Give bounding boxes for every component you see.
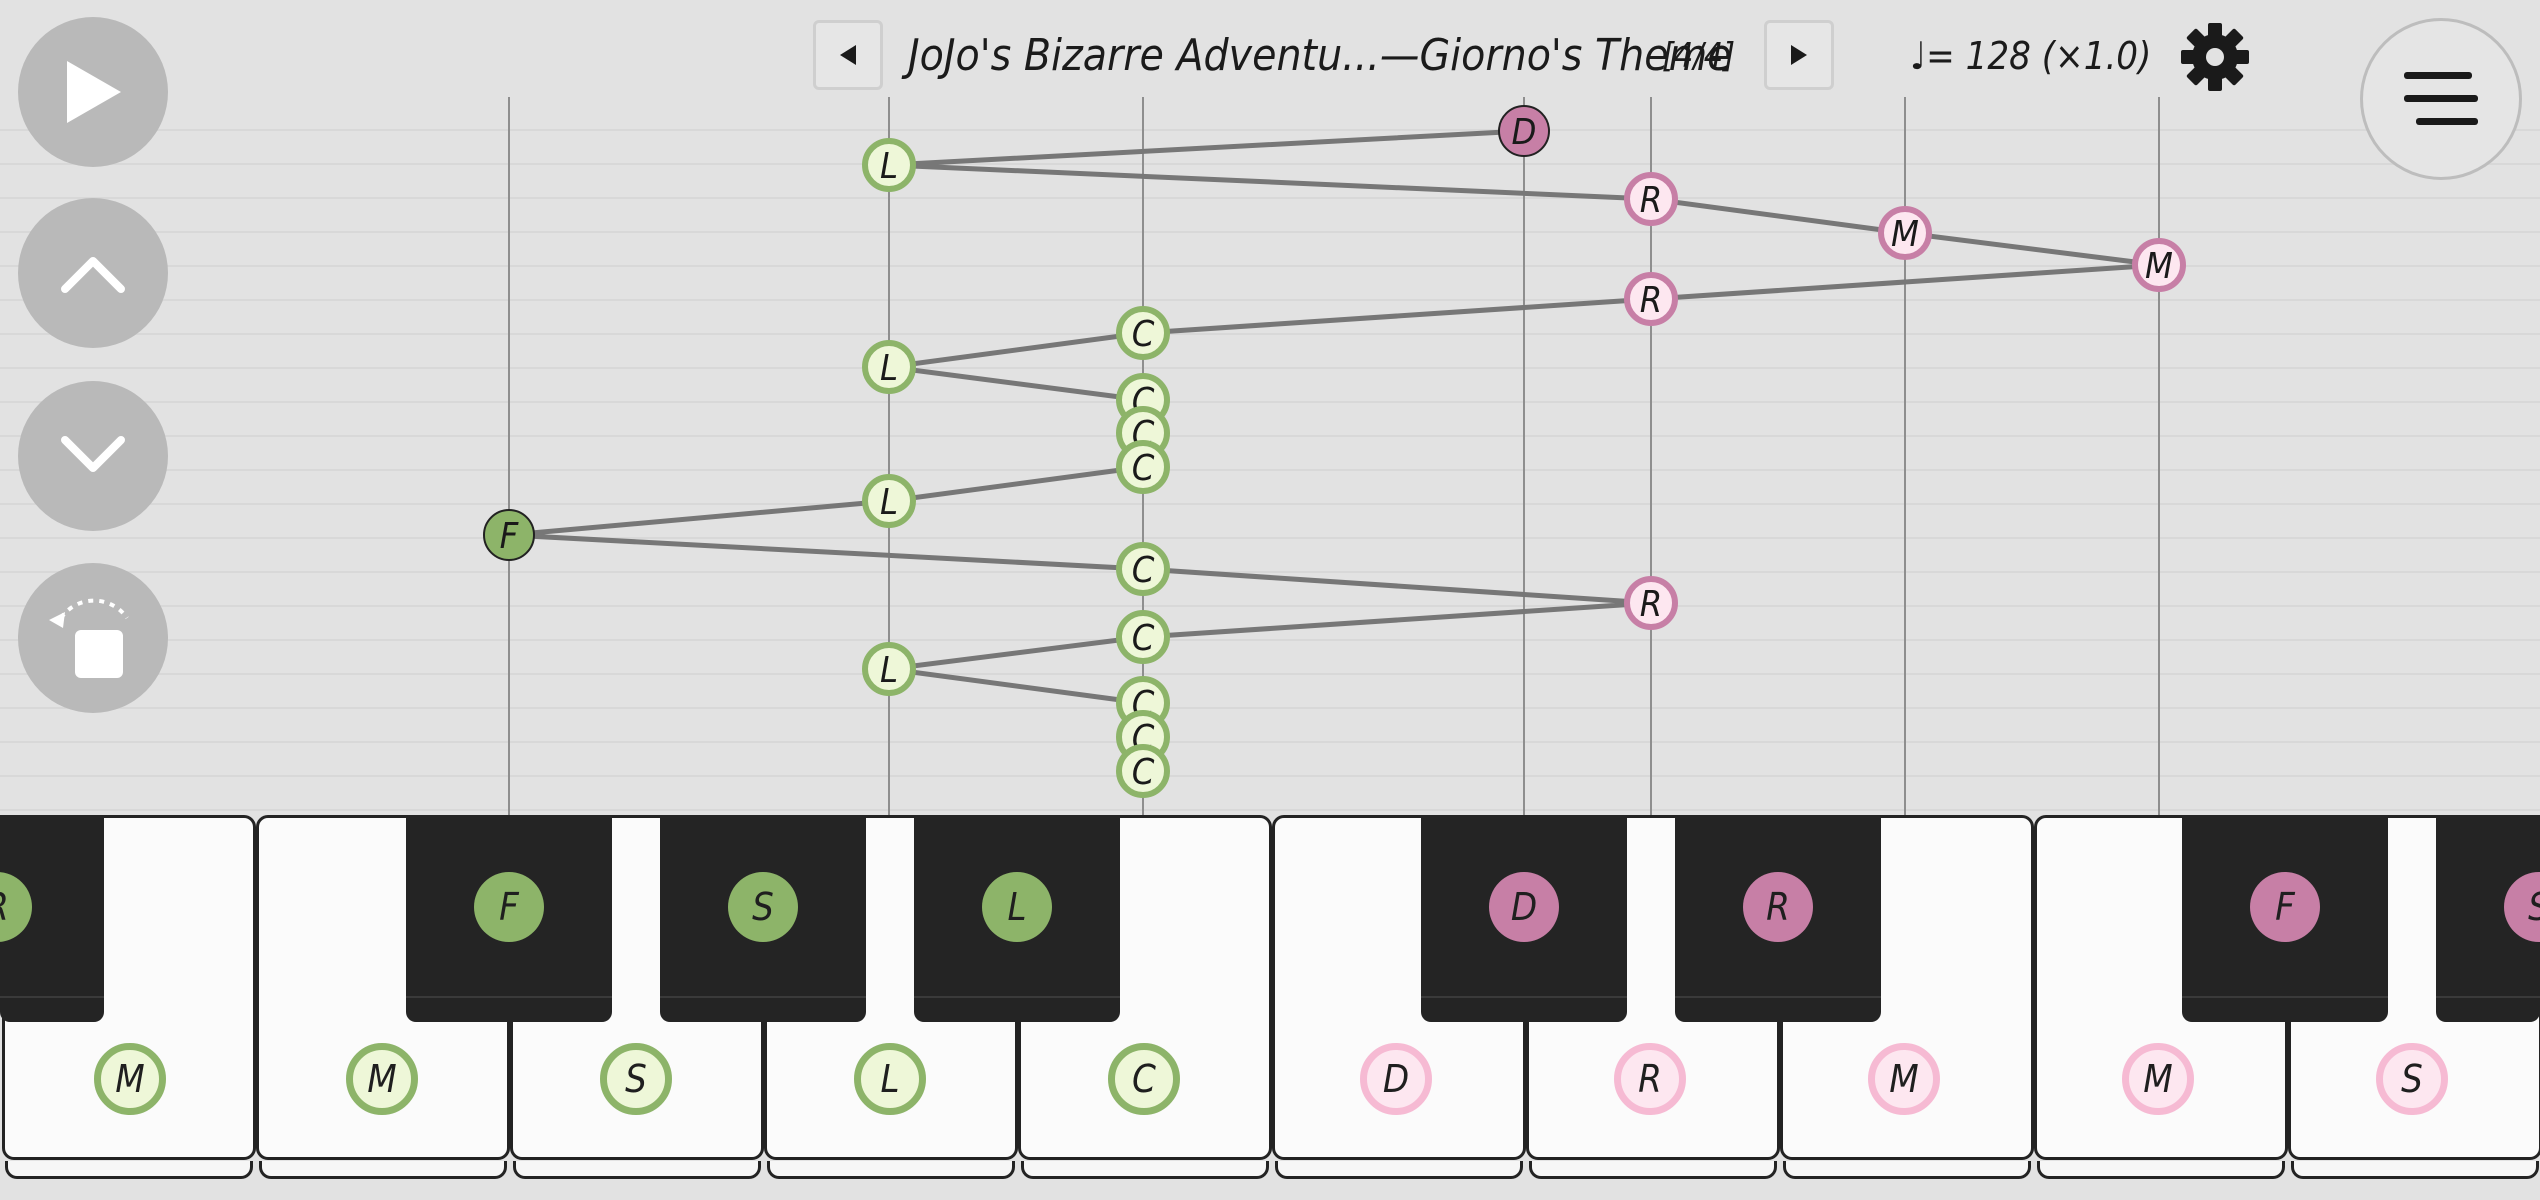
note-label: M bbox=[1891, 214, 1919, 255]
note-label: C bbox=[1132, 314, 1155, 355]
black-key[interactable]: F bbox=[2182, 815, 2388, 1022]
note: L bbox=[862, 474, 916, 528]
key-label: S bbox=[2376, 1043, 2448, 1115]
black-key[interactable]: D bbox=[1421, 815, 1627, 1022]
chevron-up-icon bbox=[61, 257, 125, 293]
note-label: F bbox=[500, 516, 520, 557]
play-button[interactable] bbox=[18, 17, 168, 167]
note-label: L bbox=[880, 650, 898, 691]
key-label: R bbox=[0, 872, 32, 942]
note-label: L bbox=[880, 146, 898, 187]
note-head bbox=[862, 138, 916, 192]
key-label: M bbox=[2122, 1043, 2194, 1115]
page-indicator: [4/4] bbox=[1662, 36, 1736, 76]
piano-keyboard: M M S L C D R M M S R F S L D R F bbox=[0, 815, 2540, 1200]
key-label: M bbox=[94, 1043, 166, 1115]
note-head bbox=[862, 340, 916, 394]
gear-icon bbox=[2181, 23, 2249, 91]
note-label: L bbox=[880, 482, 898, 523]
song-title: JoJo's Bizarre Adventu...—Giorno's Theme bbox=[908, 30, 1732, 81]
note: L bbox=[862, 138, 916, 192]
key-label: M bbox=[1868, 1043, 1940, 1115]
note: C bbox=[1116, 744, 1170, 798]
note-head bbox=[1498, 105, 1550, 157]
note-label: C bbox=[1132, 752, 1155, 793]
chevron-down-icon bbox=[61, 436, 125, 472]
note: C bbox=[1116, 306, 1170, 360]
key-label: M bbox=[346, 1043, 418, 1115]
black-key[interactable]: L bbox=[914, 815, 1120, 1022]
note-head bbox=[2132, 238, 2186, 292]
note-head bbox=[1116, 440, 1170, 494]
note-head bbox=[1116, 744, 1170, 798]
note-label: D bbox=[1512, 112, 1537, 153]
note-head bbox=[483, 509, 535, 561]
key-label: F bbox=[2250, 872, 2320, 942]
note: R bbox=[1624, 272, 1678, 326]
note-head bbox=[862, 642, 916, 696]
black-key[interactable]: R bbox=[0, 815, 104, 1022]
note-head bbox=[862, 474, 916, 528]
settings-button[interactable] bbox=[2178, 20, 2252, 94]
hamburger-icon bbox=[2404, 72, 2478, 125]
note-label: R bbox=[1640, 584, 1663, 625]
note-head bbox=[1624, 272, 1678, 326]
note: R bbox=[1624, 172, 1678, 226]
note: R bbox=[1624, 576, 1678, 630]
note-head bbox=[1624, 172, 1678, 226]
note: M bbox=[2132, 238, 2186, 292]
note: C bbox=[1116, 610, 1170, 664]
note-label: C bbox=[1132, 448, 1155, 489]
play-icon bbox=[67, 61, 121, 123]
note-head bbox=[1624, 576, 1678, 630]
note-head bbox=[1116, 610, 1170, 664]
key-label: R bbox=[1743, 872, 1813, 942]
key-label: L bbox=[854, 1043, 926, 1115]
note-label: R bbox=[1640, 180, 1663, 221]
black-key[interactable]: F bbox=[406, 815, 612, 1022]
prev-page-button[interactable] bbox=[813, 20, 883, 90]
key-label: D bbox=[1360, 1043, 1432, 1115]
note: C bbox=[1116, 542, 1170, 596]
note: L bbox=[862, 340, 916, 394]
note: M bbox=[1878, 206, 1932, 260]
key-label: C bbox=[1108, 1043, 1180, 1115]
note: C bbox=[1116, 440, 1170, 494]
key-label: F bbox=[474, 872, 544, 942]
prev-triangle-icon bbox=[840, 45, 856, 65]
menu-button[interactable] bbox=[2360, 18, 2522, 180]
scroll-down-button[interactable] bbox=[18, 381, 168, 531]
key-label: S bbox=[2504, 872, 2540, 942]
tempo-indicator: ♩= 128 (×1.0) bbox=[1910, 34, 2152, 78]
note-head bbox=[1116, 542, 1170, 596]
black-key[interactable]: S bbox=[2436, 815, 2540, 1022]
loop-stop-button[interactable] bbox=[18, 563, 168, 713]
next-page-button[interactable] bbox=[1764, 20, 1834, 90]
key-label: S bbox=[728, 872, 798, 942]
note-label: C bbox=[1132, 618, 1155, 659]
note-head bbox=[1116, 306, 1170, 360]
key-label: S bbox=[600, 1043, 672, 1115]
note: L bbox=[862, 642, 916, 696]
loop-stop-icon bbox=[49, 598, 129, 678]
note: F bbox=[483, 509, 535, 561]
note-label: C bbox=[1132, 550, 1155, 591]
note-label: R bbox=[1640, 280, 1663, 321]
note-head bbox=[1878, 206, 1932, 260]
note: D bbox=[1498, 105, 1550, 157]
key-label: R bbox=[1614, 1043, 1686, 1115]
black-key[interactable]: R bbox=[1675, 815, 1881, 1022]
note-label: L bbox=[880, 348, 898, 389]
key-label: D bbox=[1489, 872, 1559, 942]
black-key[interactable]: S bbox=[660, 815, 866, 1022]
note-label: M bbox=[2145, 246, 2173, 287]
scroll-up-button[interactable] bbox=[18, 198, 168, 348]
next-triangle-icon bbox=[1791, 45, 1807, 65]
key-label: L bbox=[982, 872, 1052, 942]
